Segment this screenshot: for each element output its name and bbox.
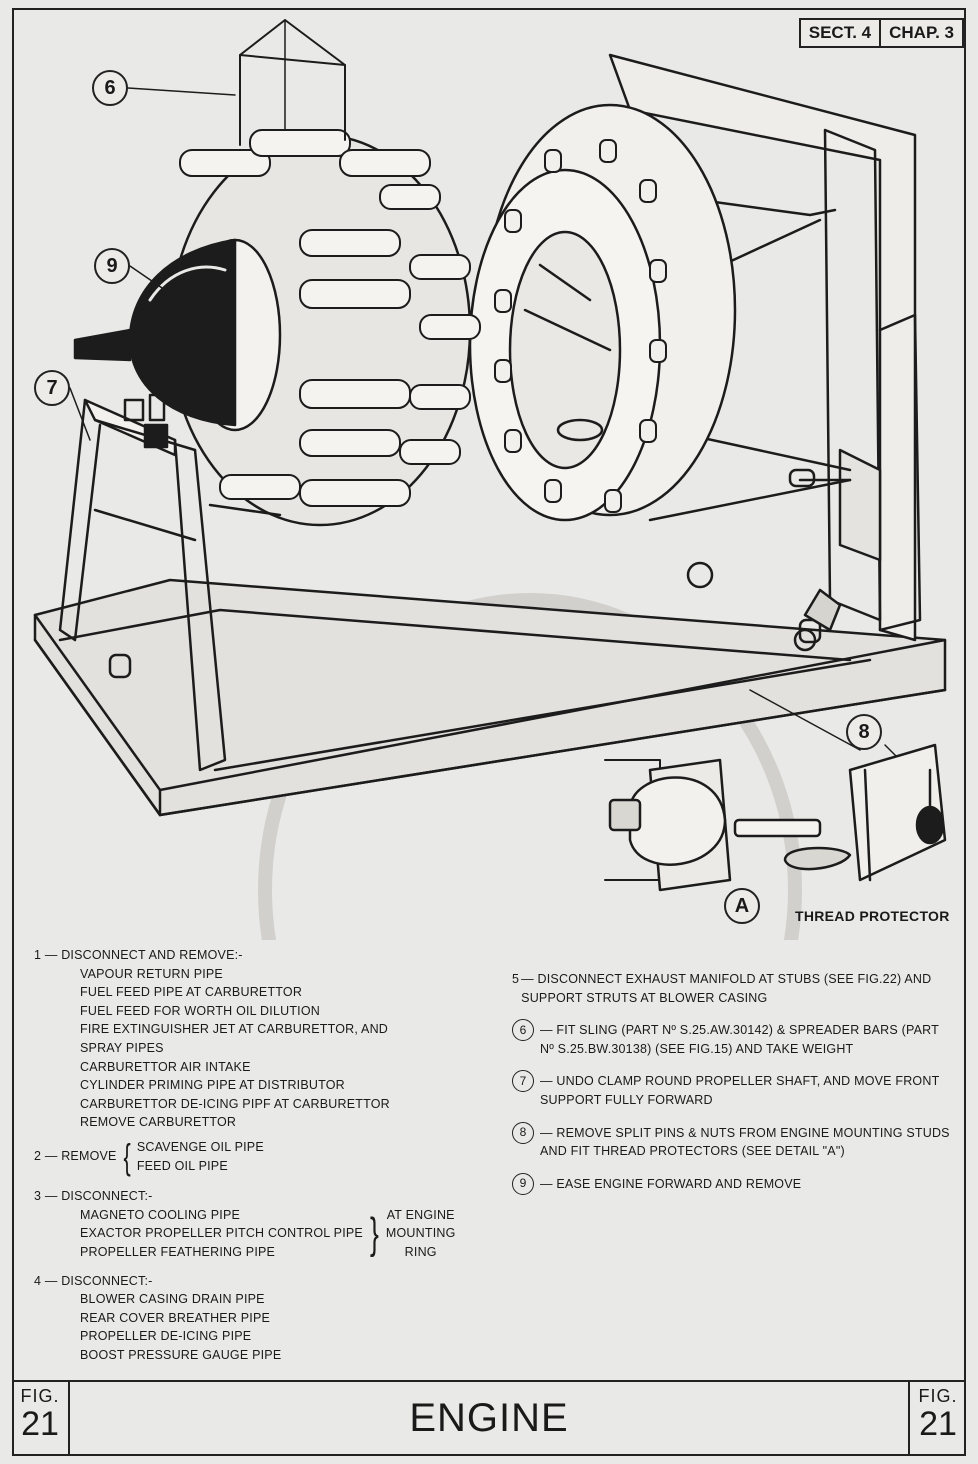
step-1-list: VAPOUR RETURN PIPE FUEL FEED PIPE AT CAR… xyxy=(34,965,504,1132)
callout-detail-a: A xyxy=(724,888,760,924)
step-3-item: MAGNETO COOLING PIPE xyxy=(80,1207,241,1222)
fig-box-left: FIG. 21 xyxy=(12,1382,70,1456)
step-1-item: FIRE EXTINGUISHER JET AT CARBURETTOR, AN… xyxy=(80,1022,389,1037)
step-9: 9 — EASE ENGINE FORWARD AND REMOVE xyxy=(512,1172,952,1195)
step-6-number: 6 xyxy=(512,1019,534,1042)
fig-box-right: FIG. 21 xyxy=(908,1382,966,1456)
step-6-text: — FIT SLING (PART Nº S.25.AW.30142) & SP… xyxy=(540,1023,939,1056)
step-1-item: SPRAY PIPES xyxy=(80,1040,164,1055)
brace-glyph: { xyxy=(123,1135,131,1177)
step-1-item: FUEL FEED PIPE AT CARBURETTOR xyxy=(80,985,303,1000)
mounting-ring xyxy=(468,103,737,522)
step-1-item: CARBURETTOR AIR INTAKE xyxy=(80,1059,251,1074)
front-support xyxy=(58,393,227,772)
callout-7: 7 xyxy=(34,370,70,406)
step-5-number: 5 xyxy=(512,972,520,986)
step-4-item: PROPELLER DE-ICING PIPE xyxy=(80,1329,252,1344)
step-9-text: — EASE ENGINE FORWARD AND REMOVE xyxy=(540,1176,802,1191)
stain-ring xyxy=(258,593,802,940)
section-chapter-box: SECT. 4 CHAP. 3 xyxy=(798,18,964,48)
step-8-text: — REMOVE SPLIT PINS & NUTS FROM ENGINE M… xyxy=(540,1125,950,1159)
step-6: 6 — FIT SLING (PART Nº S.25.AW.30142) & … xyxy=(512,1019,952,1058)
callout-9: 9 xyxy=(94,248,130,284)
step-1-item: REMOVE CARBURETTOR xyxy=(80,1115,237,1130)
step-4-item: BOOST PRESSURE GAUGE PIPE xyxy=(80,1347,282,1362)
step-8-number: 8 xyxy=(512,1121,534,1144)
step-2: 2 — REMOVE { SCAVENGE OIL PIPE FEED OIL … xyxy=(34,1138,504,1175)
step-4-item: BLOWER CASING DRAIN PIPE xyxy=(80,1292,265,1307)
fig-label: FIG. xyxy=(20,1386,60,1406)
thread-protector-label: THREAD PROTECTOR xyxy=(795,908,950,924)
step-5-text: — DISCONNECT EXHAUST MANIFOLD AT STUBS (… xyxy=(521,972,932,1005)
step-8: 8 — REMOVE SPLIT PINS & NUTS FROM ENGINE… xyxy=(512,1121,952,1161)
stand-base xyxy=(33,578,947,817)
step-3-note: MOUNTING xyxy=(385,1226,456,1241)
section-label: SECT. 4 xyxy=(808,23,872,42)
step-1-heading: 1 — DISCONNECT AND REMOVE:- xyxy=(34,948,243,962)
step-9-number: 9 xyxy=(512,1172,534,1195)
step-7: 7 — UNDO CLAMP ROUND PROPELLER SHAFT, AN… xyxy=(512,1070,952,1109)
callout-6: 6 xyxy=(92,70,128,106)
step-3-item: EXACTOR PROPELLER PITCH CONTROL PIPE xyxy=(80,1226,363,1241)
step-2-item: FEED OIL PIPE xyxy=(136,1158,228,1173)
step-1-item: VAPOUR RETURN PIPE xyxy=(80,966,223,981)
step-4-heading: 4 — DISCONNECT:- xyxy=(34,1273,153,1288)
page-title: ENGINE xyxy=(409,1396,569,1440)
fig-number: 21 xyxy=(919,1405,957,1443)
step-5: 5 — DISCONNECT EXHAUST MANIFOLD AT STUBS… xyxy=(512,970,952,1007)
callout-8: 8 xyxy=(846,714,882,750)
step-3-note: RING xyxy=(404,1244,437,1259)
instructions-right: 5 — DISCONNECT EXHAUST MANIFOLD AT STUBS… xyxy=(512,970,952,1209)
rear-frame xyxy=(608,53,922,652)
step-1-item: CARBURETTOR DE-ICING PIPF AT CARBURETTOR xyxy=(80,1096,390,1111)
step-3-item: PROPELLER FEATHERING PIPE xyxy=(80,1244,276,1259)
page-frame xyxy=(12,8,966,1456)
step-2-heading: 2 — REMOVE xyxy=(34,1149,117,1164)
fig-label: FIG. xyxy=(918,1386,958,1406)
step-7-number: 7 xyxy=(512,1070,534,1093)
step-2-item: SCAVENGE OIL PIPE xyxy=(136,1139,264,1154)
chapter-label: CHAP. 3 xyxy=(879,20,962,46)
step-3-note: AT ENGINE xyxy=(386,1207,455,1222)
radial-engine xyxy=(73,19,481,527)
instructions-left: 1 — DISCONNECT AND REMOVE:- VAPOUR RETUR… xyxy=(34,946,504,1364)
step-1-item: CYLINDER PRIMING PIPE AT DISTRIBUTOR xyxy=(80,1078,345,1093)
step-3-list: MAGNETO COOLING PIPE EXACTOR PROPELLER P… xyxy=(34,1206,504,1262)
step-4-item: REAR COVER BREATHER PIPE xyxy=(80,1310,271,1325)
step-4-list: BLOWER CASING DRAIN PIPE REAR COVER BREA… xyxy=(34,1290,504,1364)
step-7-text: — UNDO CLAMP ROUND PROPELLER SHAFT, AND … xyxy=(540,1074,940,1107)
detail-a-drawing xyxy=(604,743,947,892)
brace-glyph: } xyxy=(369,1208,379,1258)
engine-illustration xyxy=(33,19,947,940)
step-1-item: FUEL FEED FOR WORTH OIL DILUTION xyxy=(80,1003,320,1018)
footer: FIG. 21 ENGINE FIG. 21 xyxy=(12,1380,966,1458)
step-3-heading: 3 — DISCONNECT:- xyxy=(34,1189,153,1204)
fig-number: 21 xyxy=(21,1405,59,1443)
